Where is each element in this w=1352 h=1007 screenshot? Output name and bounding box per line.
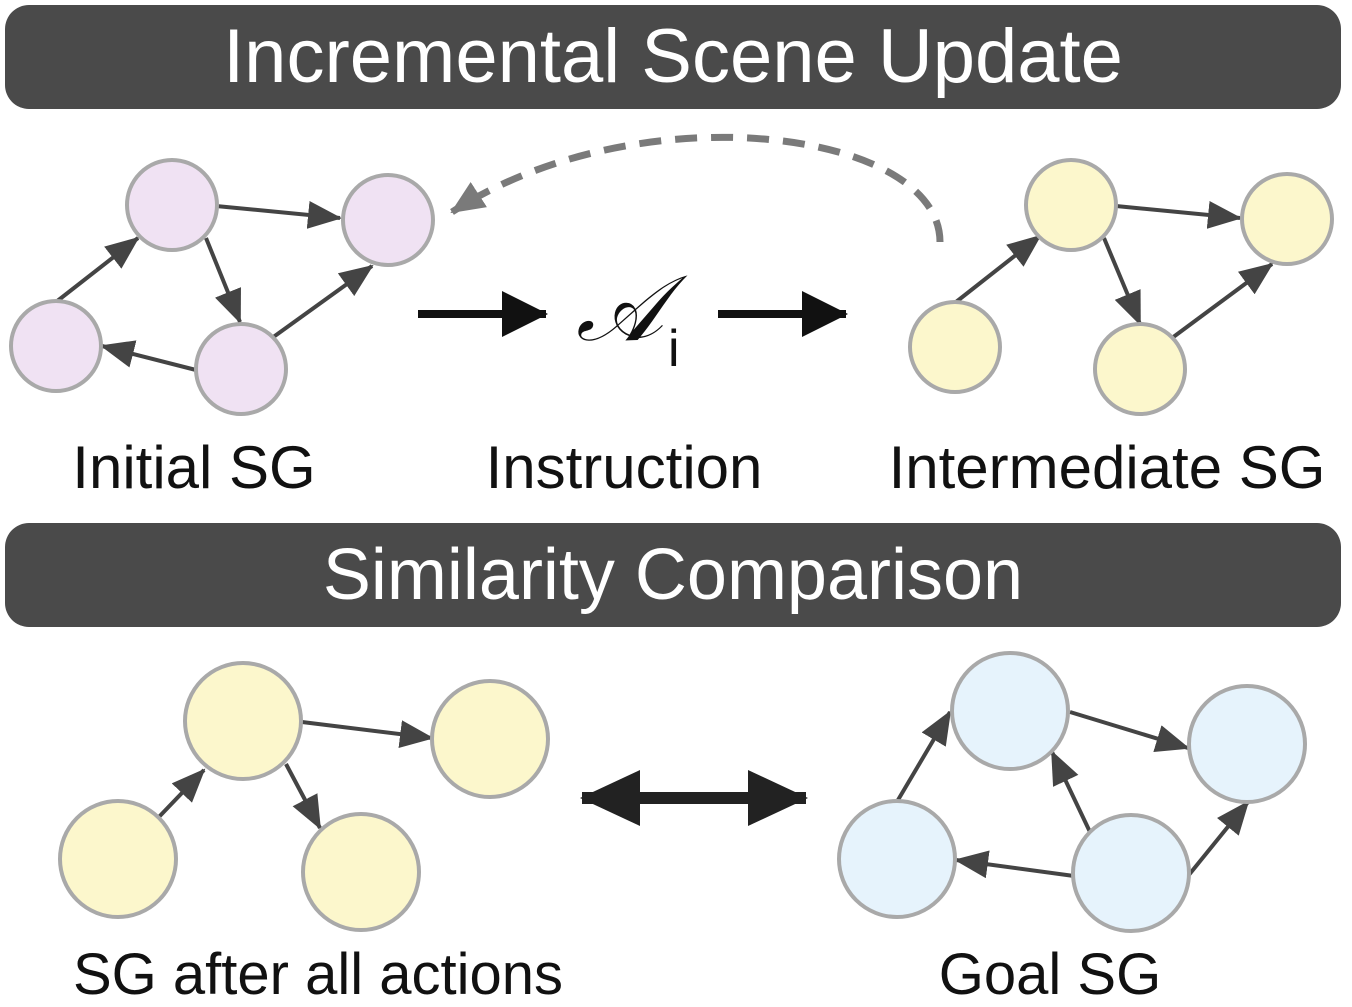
initial-sg-edge	[100, 340, 197, 372]
initial-scene-graph	[9, 158, 435, 416]
initial-sg-node	[9, 299, 103, 393]
sg-after-actions-graph	[58, 661, 550, 932]
goal-sg-node	[1187, 684, 1307, 804]
after-actions-sg-node	[301, 812, 421, 932]
goal-sg-edge	[896, 710, 952, 802]
initial-sg-node	[341, 173, 435, 267]
goal-sg-node	[1071, 813, 1191, 933]
goal-sg-edge	[954, 850, 1075, 879]
feedback-dashed-arrow	[450, 133, 944, 243]
intermediate-sg-node	[1240, 172, 1334, 266]
intermediate-sg-node	[1024, 158, 1118, 252]
after-actions-sg-edge	[154, 768, 206, 822]
goal-sg-node	[950, 651, 1070, 771]
after-actions-sg-node	[58, 799, 178, 919]
goal-sg-label: Goal SG	[939, 942, 1161, 1007]
initial-sg-edge	[270, 264, 374, 340]
similarity-comparison-banner: Similarity Comparison	[5, 523, 1341, 627]
initial-sg-node	[194, 322, 288, 416]
intermediate-sg-edge	[1170, 262, 1274, 340]
intermediate-sg-node	[1093, 322, 1187, 416]
goal-scene-graph	[837, 651, 1307, 933]
initial-sg-edge	[54, 236, 140, 304]
goal-sg-edge	[1050, 750, 1092, 833]
initial-sg-node	[125, 158, 219, 252]
intermediate-sg-edge	[1115, 200, 1242, 229]
intermediate-sg-label: Intermediate SG	[889, 434, 1326, 501]
sg-after-actions-label: SG after all actions	[73, 942, 563, 1007]
intermediate-sg-edge	[954, 234, 1042, 304]
after-actions-sg-node	[430, 679, 550, 799]
intermediate-scene-graph	[908, 158, 1334, 416]
initial-sg-label: Initial SG	[72, 434, 315, 501]
goal-sg-edge	[1186, 800, 1250, 878]
after-actions-sg-node	[183, 661, 303, 781]
goal-sg-edge	[1069, 710, 1190, 753]
after-actions-sg-edge	[284, 763, 322, 830]
initial-sg-edge	[204, 237, 242, 324]
intermediate-sg-node	[908, 300, 1002, 394]
goal-sg-node	[837, 799, 957, 919]
instruction-subscript: i	[668, 320, 680, 378]
initial-sg-edge	[215, 200, 342, 229]
instruction-label: Instruction	[486, 434, 763, 501]
intermediate-sg-edge	[1102, 237, 1142, 326]
after-actions-sg-edge	[301, 720, 434, 748]
incremental-scene-update-banner: Incremental Scene Update	[5, 5, 1341, 109]
